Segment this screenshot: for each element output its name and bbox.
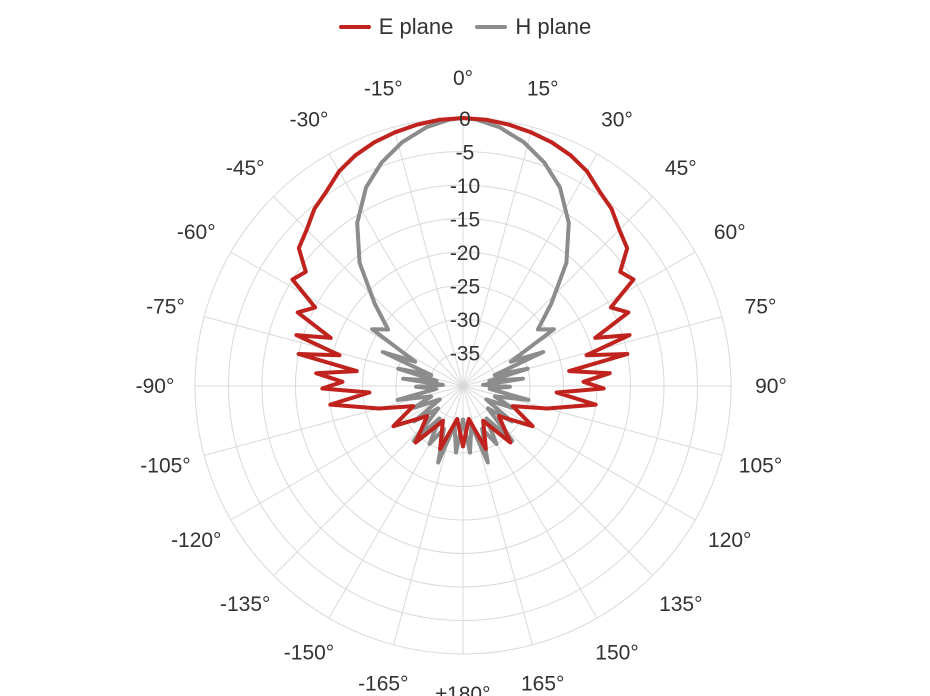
angle-tick-label: 165°: [521, 673, 564, 696]
legend-label-h-plane: H plane: [515, 14, 592, 39]
angle-tick-label: 90°: [755, 375, 787, 398]
radial-grid-circle: [395, 318, 531, 454]
angle-tick-label: -75°: [146, 295, 185, 318]
angle-tick-label: -15°: [364, 77, 403, 100]
angle-tick-label: 75°: [745, 295, 777, 318]
angle-tick-label: 105°: [739, 455, 782, 478]
legend-item-h-plane: H plane: [475, 14, 591, 40]
legend-item-e-plane: E plane: [338, 14, 454, 40]
radial-grid-circle: [295, 218, 631, 554]
angle-tick-label: ±180°: [436, 683, 491, 696]
angle-tick-label: -150°: [284, 642, 334, 665]
angle-tick-label: -60°: [177, 221, 216, 244]
series-line-e-plane: [290, 116, 636, 451]
angle-tick-label: -135°: [220, 593, 270, 616]
angle-tick-label: 135°: [659, 593, 702, 616]
legend-label-e-plane: E plane: [378, 14, 454, 39]
angle-tick-label: -120°: [171, 529, 221, 552]
radial-tick-label: -5: [456, 142, 475, 165]
radial-grid-circle: [228, 151, 698, 621]
radial-tick-label: -10: [450, 175, 480, 198]
angle-tick-label: 60°: [714, 221, 746, 244]
radial-tick-label: -15: [450, 209, 480, 232]
radial-tick-label: -30: [450, 309, 480, 332]
radial-tick-label: 0: [459, 108, 471, 131]
radial-tick-label: -35: [450, 343, 480, 366]
angle-tick-label: 15°: [527, 77, 559, 100]
angle-tick-label: -90°: [136, 375, 175, 398]
angle-tick-label: -165°: [358, 673, 408, 696]
angle-tick-label: 45°: [665, 157, 697, 180]
radial-grid-circle: [261, 184, 665, 588]
radial-grid-circle: [362, 285, 564, 487]
legend-swatch-e-plane: [338, 25, 371, 29]
angle-tick-label: -45°: [226, 157, 265, 180]
angle-tick-label: -30°: [290, 108, 329, 131]
angle-tick-label: 120°: [708, 529, 751, 552]
radial-tick-label: -25: [450, 276, 480, 299]
angle-tick-label: -105°: [140, 455, 190, 478]
legend: E plane H plane: [0, 14, 930, 40]
legend-swatch-h-plane: [475, 25, 508, 29]
angle-tick-label: 0°: [453, 67, 473, 90]
angle-tick-label: 30°: [601, 108, 633, 131]
angle-tick-label: 150°: [595, 642, 638, 665]
radial-tick-label: -20: [450, 242, 480, 265]
